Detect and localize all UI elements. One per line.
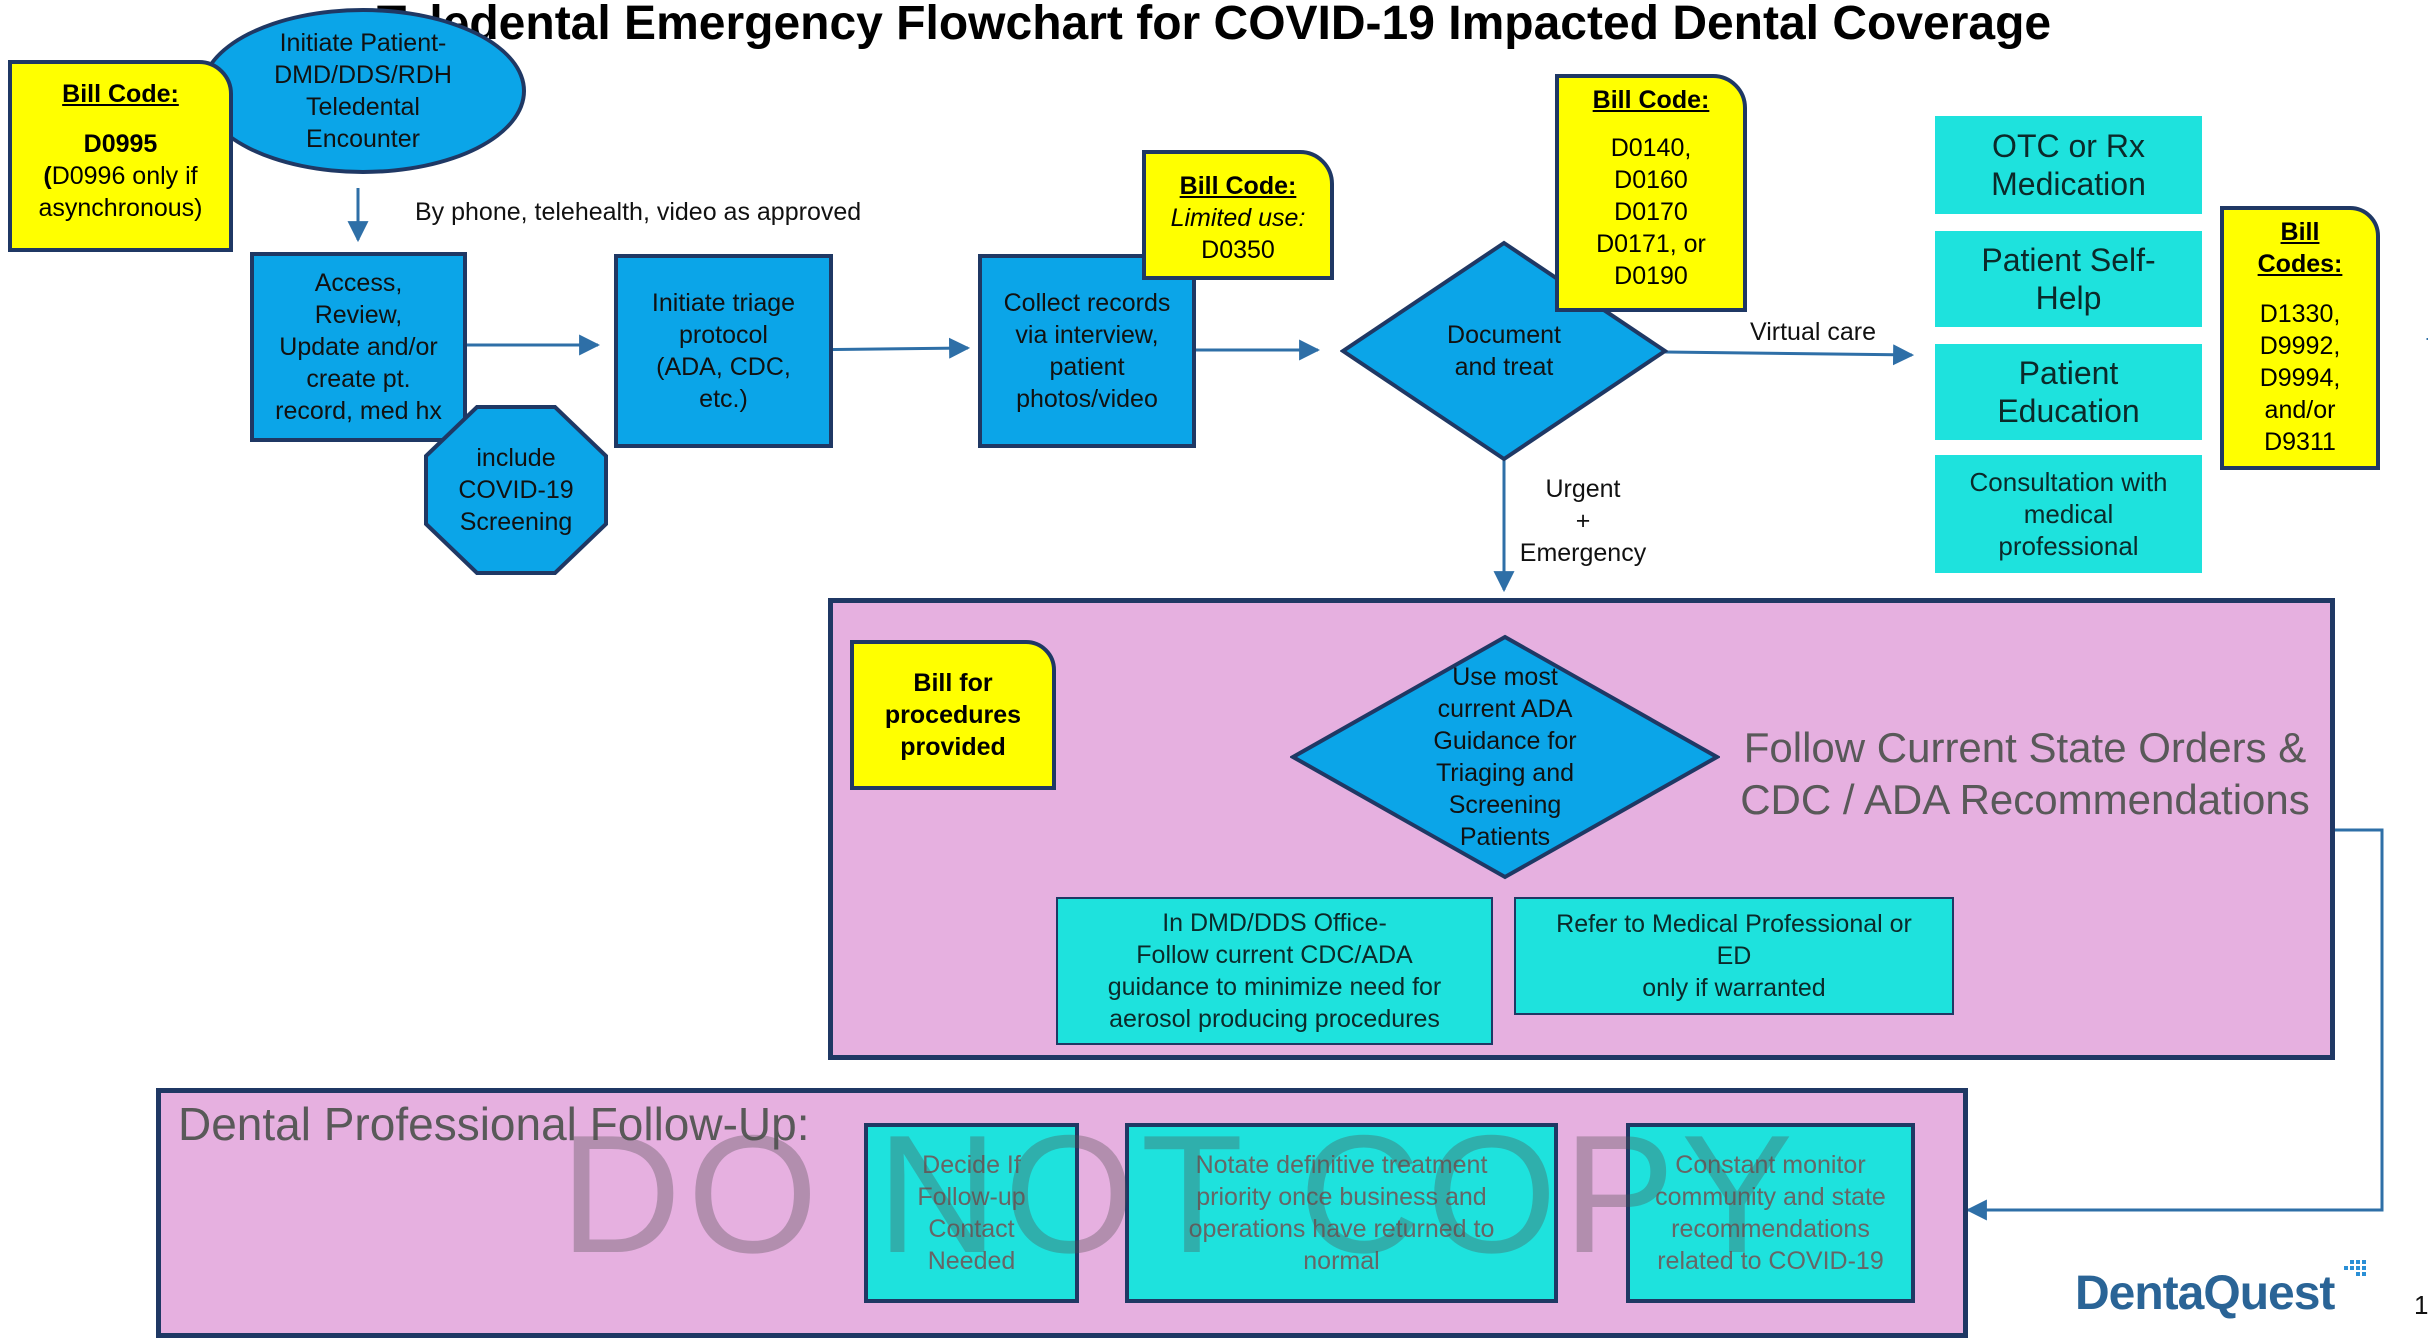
followup-item: Decide If Follow-up Contact Needed <box>864 1123 1079 1303</box>
bill-code-initial-heading: Bill Code: <box>62 80 179 108</box>
logo-text: DentaQuest <box>2075 1267 2335 1320</box>
covid-screening-label: include COVID-19 Screening <box>458 444 574 536</box>
guidance-node: Use most current ADA Guidance for Triagi… <box>1290 634 1720 880</box>
page-title: Teledental Emergency Flowchart for COVID… <box>376 0 2052 50</box>
bill-code-virtual: Bill Codes: D1330, D9992, D9994, and/or … <box>2220 206 2380 470</box>
watermark: DO NOT COPY <box>560 1100 1800 1288</box>
followup-title: Dental Professional Follow-Up: <box>178 1098 810 1150</box>
octagon-shape <box>424 405 608 575</box>
virtual-option-label: Patient Education <box>1997 355 2140 429</box>
bill-procedures-label: Bill for procedures provided <box>884 669 1022 761</box>
bill-code-limited-code: D0350 <box>1201 236 1275 264</box>
collect-records-node: Collect records via interview, patient p… <box>978 254 1196 448</box>
followup-item-label: Constant monitor community and state rec… <box>1655 1151 1886 1275</box>
bill-code-limited-note: Limited use: <box>1170 204 1306 232</box>
collect-records-label: Collect records via interview, patient p… <box>1003 289 1171 413</box>
refer-medical-label: Refer to Medical Professional or ED only… <box>1556 910 1912 1002</box>
edge-label-virtual-care: Virtual care <box>1750 318 1876 346</box>
virtual-option: Patient Self- Help <box>1935 231 2202 327</box>
triage-protocol-label: Initiate triage protocol (ADA, CDC, etc.… <box>651 289 796 413</box>
bill-code-limited-heading: Bill Code: <box>1179 172 1297 200</box>
virtual-option-label: OTC or Rx Medication <box>1991 128 2146 202</box>
triage-protocol-node: Initiate triage protocol (ADA, CDC, etc.… <box>614 254 833 448</box>
followup-item-label: Decide If Follow-up Contact Needed <box>917 1151 1026 1275</box>
covid-screening-node: include COVID-19 Screening <box>423 404 609 576</box>
virtual-option: OTC or Rx Medication <box>1935 116 2202 214</box>
logo-dots-icon <box>2344 1260 2367 1276</box>
access-record-node: Access, Review, Update and/or create pt.… <box>250 252 467 442</box>
start-encounter-node: Initiate Patient- DMD/DDS/RDH Teledental… <box>200 8 526 174</box>
bill-code-initial-code: D0995 <box>83 130 158 158</box>
start-encounter-label: Initiate Patient- DMD/DDS/RDH Teledental… <box>274 29 452 153</box>
virtual-option: Consultation with medical professional <box>1935 455 2202 573</box>
state-orders-text: Follow Current State Orders & CDC / ADA … <box>1740 724 2310 823</box>
access-record-label: Access, Review, Update and/or create pt.… <box>275 269 442 425</box>
bill-code-virtual-heading: Bill Codes: <box>2257 218 2343 278</box>
edge-label-urgent: Urgent + Emergency <box>1519 475 1647 567</box>
bill-code-virtual-codes: D1330, D9992, D9994, and/or D9311 <box>2259 300 2341 456</box>
edge-label-phone: By phone, telehealth, video as approved <box>415 198 862 226</box>
bill-code-exam-heading: Bill Code: <box>1592 86 1710 114</box>
arrow-virtual-care <box>1664 344 1915 366</box>
followup-item: Constant monitor community and state rec… <box>1626 1123 1915 1303</box>
bill-code-exam: Bill Code: D0140, D0160 D0170 D0171, or … <box>1555 74 1747 312</box>
refer-medical-box: Refer to Medical Professional or ED only… <box>1514 897 1954 1015</box>
virtual-option-label: Consultation with medical professional <box>1969 467 2168 561</box>
followup-item-label: Notate definitive treatment priority onc… <box>1188 1151 1495 1275</box>
virtual-option: Patient Education <box>1935 344 2202 440</box>
virtual-option-label: Patient Self- Help <box>1981 242 2156 316</box>
arrow-state-to-followup <box>1965 828 2384 1221</box>
diamond-shape <box>1290 634 1720 880</box>
bill-code-initial-note: (D0996 only if asynchronous) <box>38 162 203 222</box>
page-number: 1 <box>2414 1290 2428 1320</box>
guidance-label: Use most current ADA Guidance for Triagi… <box>1433 663 1577 851</box>
bill-procedures: Bill for procedures provided <box>850 640 1056 790</box>
followup-item: Notate definitive treatment priority onc… <box>1125 1123 1558 1303</box>
office-guidance-label: In DMD/DDS Office- Follow current CDC/AD… <box>1107 909 1442 1033</box>
bill-code-exam-codes: D0140, D0160 D0170 D0171, or D0190 <box>1596 134 1706 290</box>
document-treat-label: Document and treat <box>1447 321 1561 381</box>
bill-code-limited: Bill Code: Limited use: D0350 <box>1142 150 1334 280</box>
dentaquest-logo: DentaQuest <box>2075 1260 2367 1322</box>
office-guidance-box: In DMD/DDS Office- Follow current CDC/AD… <box>1056 897 1493 1045</box>
bill-code-initial: Bill Code: D0995 (D0996 only if asynchro… <box>8 60 233 252</box>
